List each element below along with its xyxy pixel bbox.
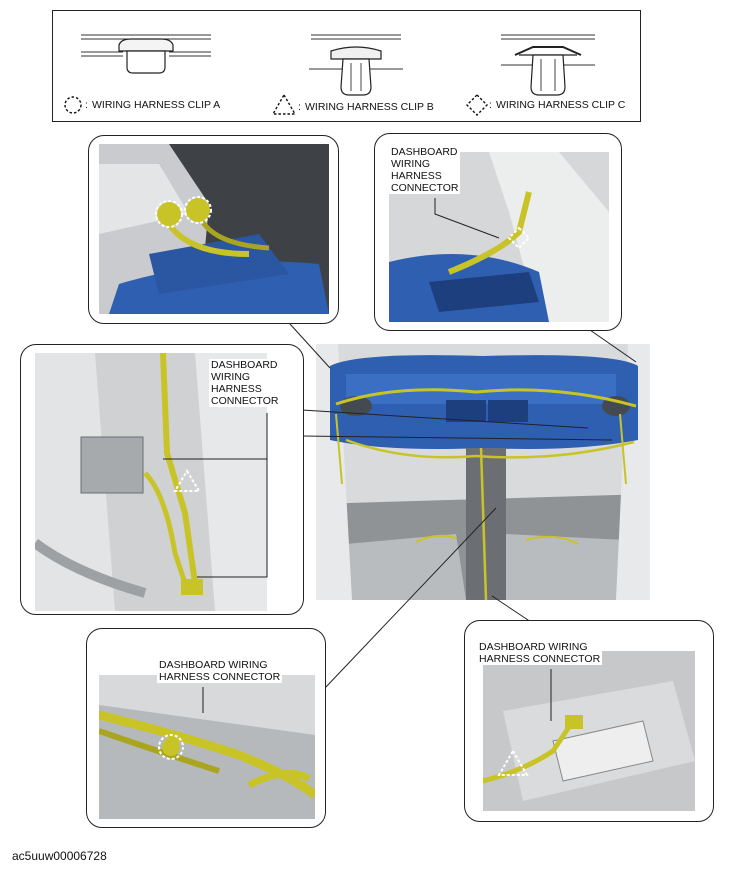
clip-a-circle-symbol (64, 96, 82, 114)
clip-c-diamond-symbol (466, 94, 488, 116)
clip-legend-box: : WIRING HARNESS CLIP A : WIRING HARNESS… (52, 10, 641, 122)
left-label-leader (163, 413, 268, 578)
connector-closeup-photo-bottom-right (483, 651, 695, 811)
callout-bottom-right: DASHBOARD WIRING HARNESS CONNECTOR (464, 620, 714, 822)
clip-c-illustration (501, 34, 595, 96)
bottom-right-label-leader (550, 669, 552, 721)
connector-closeup-photo-top-right (389, 152, 609, 322)
callout-left: DASHBOARD WIRING HARNESS CONNECTOR (20, 344, 304, 615)
clip-a-label: WIRING HARNESS CLIP A (92, 99, 221, 111)
clip-c-label: WIRING HARNESS CLIP C (496, 99, 626, 111)
connector-closeup-photo-left (35, 353, 267, 611)
top-right-connector-label: DASHBOARD WIRING HARNESS CONNECTOR (389, 146, 461, 194)
clip-b-triangle-symbol (271, 93, 297, 115)
clip-b-separator: : (298, 101, 301, 113)
top-right-label-leader (434, 198, 500, 239)
clip-a-closeup-photo-bottom (99, 675, 315, 819)
bottom-right-connector-label: DASHBOARD WIRING HARNESS CONNECTOR (477, 641, 603, 665)
clip-a-separator: : (85, 99, 88, 111)
bottom-left-label-leader (202, 687, 204, 713)
clip-a-closeup-photo (99, 144, 329, 314)
callout-top-right: DASHBOARD WIRING HARNESS CONNECTOR (374, 133, 622, 331)
callout-top-left (88, 135, 339, 324)
clip-b-label: WIRING HARNESS CLIP B (305, 101, 434, 113)
clip-a-illustration (81, 34, 211, 74)
dashboard-overview-photo (316, 344, 650, 600)
callout-bottom-left: DASHBOARD WIRING HARNESS CONNECTOR (86, 628, 326, 828)
left-connector-label: DASHBOARD WIRING HARNESS CONNECTOR (209, 359, 281, 407)
clip-b-illustration (309, 34, 403, 96)
bottom-left-connector-label: DASHBOARD WIRING HARNESS CONNECTOR (157, 659, 283, 683)
clip-c-separator: : (489, 99, 492, 111)
figure-code: ac5uuw00006728 (12, 849, 107, 863)
